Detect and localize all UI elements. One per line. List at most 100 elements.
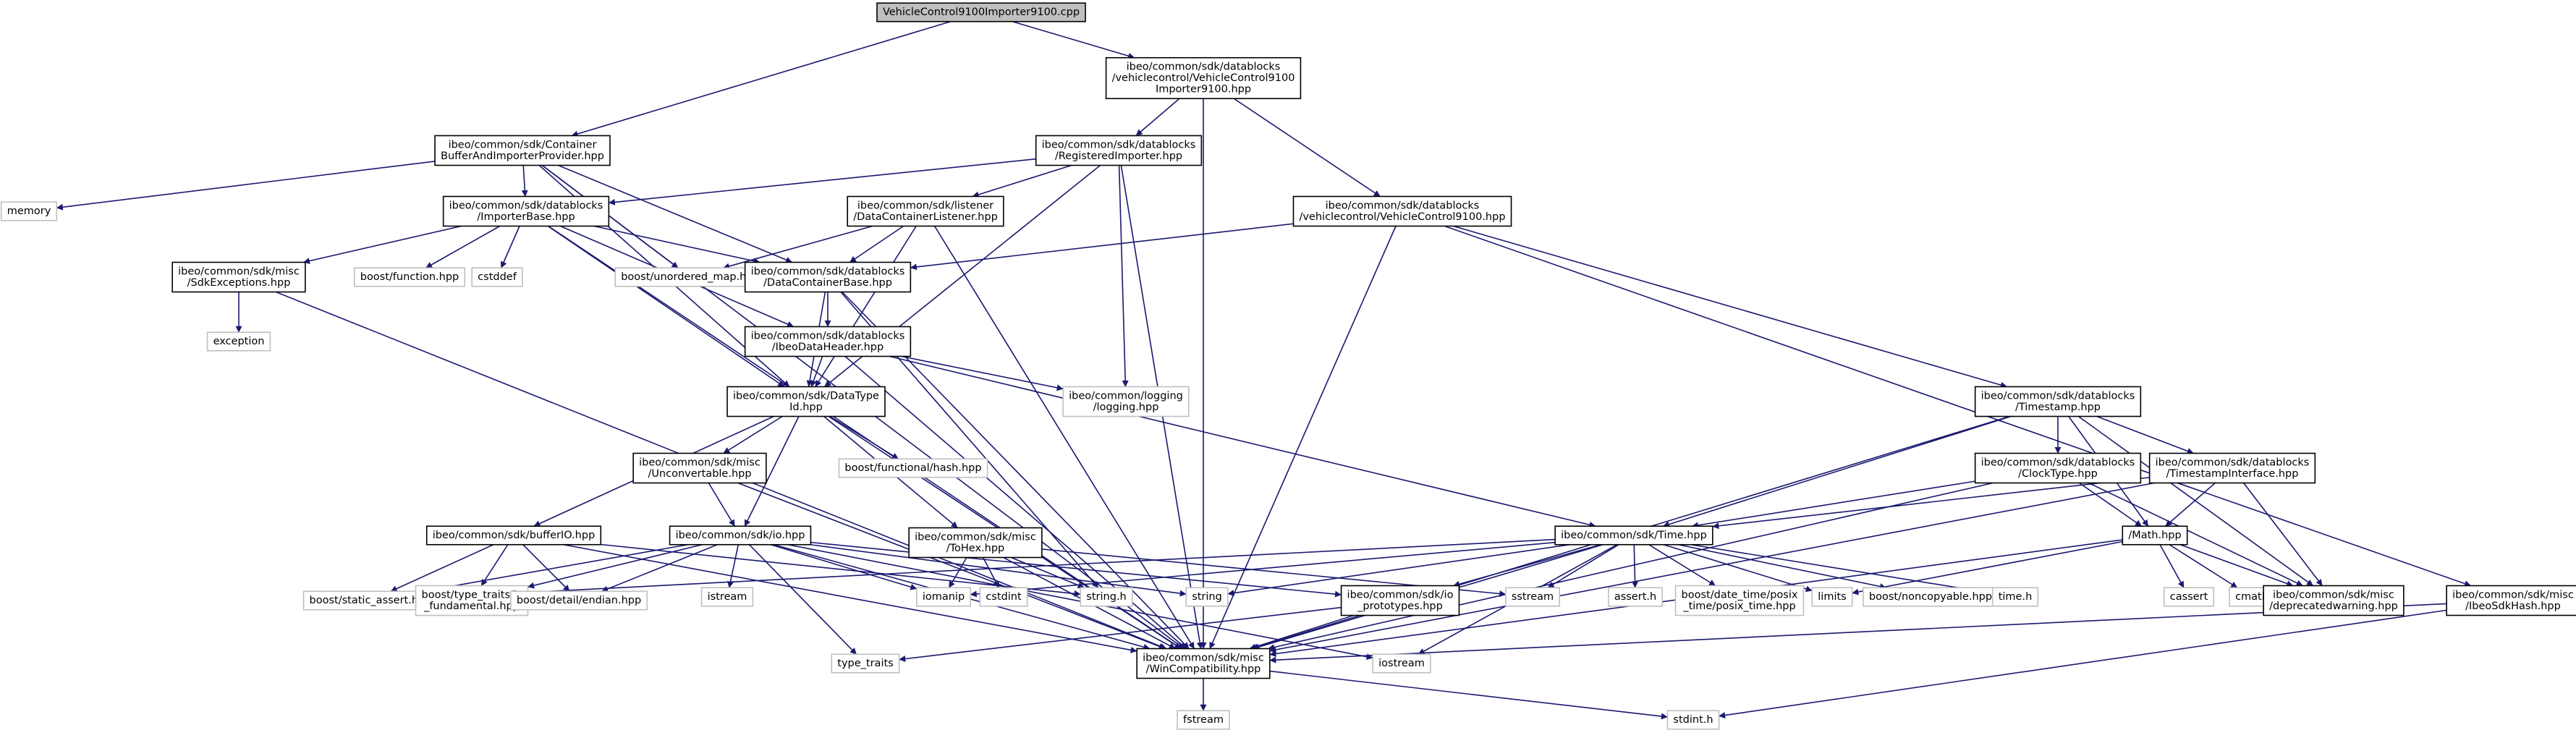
edge-vc9100-hpp-to-win-compat <box>1209 226 1397 649</box>
node-cassert: cassert <box>2163 587 2215 607</box>
edge-tohex-to-string-h <box>1011 556 1085 589</box>
node-label: istream <box>708 591 747 603</box>
node-box <box>1554 525 1713 546</box>
node-box <box>1674 585 1805 616</box>
edge-dc-listener-to-boost-unordered-map <box>723 225 873 270</box>
node-vc9100-hpp[interactable]: ibeo/common/sdk/datablocks/vehiclecontro… <box>1292 195 1512 227</box>
node-sdk-exceptions[interactable]: ibeo/common/sdk/misc/SdkExceptions.hpp <box>171 261 306 293</box>
edge-timestamp-to-timestamp-interface <box>2096 415 2194 454</box>
node-label: /ToHex.hpp <box>946 543 1005 554</box>
node-deprecated-warning[interactable]: ibeo/common/sdk/misc/deprecatedwarning.h… <box>2263 585 2405 616</box>
edge-math-hpp-to-deprecated-warning <box>2179 543 2294 587</box>
node-box <box>1340 585 1460 616</box>
node-label: ibeo/common/sdk/datablocks <box>751 330 905 342</box>
node-ibeo-sdk-hash[interactable]: ibeo/common/sdk/misc/IbeoSdkHash.hpp <box>2446 585 2576 616</box>
node-label: ibeo/common/sdk/misc <box>2273 589 2394 601</box>
node-label: _fundamental.hpp <box>423 601 520 612</box>
edge-timestamp-interface-to-win-compat <box>1269 482 2155 653</box>
node-clock-type[interactable]: ibeo/common/sdk/datablocks/ClockType.hpp <box>1974 452 2142 484</box>
node-importer-base[interactable]: ibeo/common/sdk/datablocks/ImporterBase.… <box>442 195 610 227</box>
edge-root-to-vc-importer-hpp <box>1012 20 1135 59</box>
node-label: _time/posix_time.hpp <box>1682 601 1795 612</box>
node-boost-noncopyable: boost/noncopyable.hpp <box>1863 587 1999 607</box>
node-io-hpp[interactable]: ibeo/common/sdk/io.hpp <box>669 525 812 546</box>
node-string: string <box>1185 587 1229 607</box>
node-label: string <box>1192 591 1222 603</box>
node-box <box>1105 56 1302 100</box>
edge-dc-listener-to-datatype-id <box>815 226 917 387</box>
node-root[interactable]: VehicleControl9100Importer9100.cpp <box>876 2 1086 22</box>
edge-dc-listener-to-win-compat <box>933 226 1195 649</box>
edge-io-hpp-to-io-prototypes <box>810 541 1342 598</box>
edge-vc-importer-hpp-to-vc9100-hpp <box>1233 98 1381 198</box>
node-box <box>1080 587 1133 607</box>
edge-io-hpp-to-string <box>810 543 1187 597</box>
edge-importer-base-to-sdk-exceptions <box>302 225 462 264</box>
node-io-prototypes[interactable]: ibeo/common/sdk/io_prototypes.hpp <box>1340 585 1460 616</box>
node-label: boost/date_time/posix <box>1682 589 1798 601</box>
node-label: iomanip <box>923 591 965 603</box>
node-box <box>171 261 306 293</box>
edge-timestamp-interface-to-time-hpp <box>1712 477 2150 530</box>
edge-math-hpp-to-cassert <box>2159 544 2185 588</box>
node-label: ibeo/common/sdk/DataType <box>733 390 879 402</box>
edge-importer-base-to-datatype-id <box>547 225 785 388</box>
node-label: /ClockType.hpp <box>2018 468 2098 480</box>
node-vc-importer-hpp[interactable]: ibeo/common/sdk/datablocks/vehiclecontro… <box>1105 56 1302 100</box>
edge-unconvertable-to-win-compat <box>737 482 1166 650</box>
node-label: cstddef <box>478 271 517 283</box>
node-math-hpp[interactable]: /Math.hpp <box>2122 525 2188 546</box>
edge-math-hpp-to-limits <box>1852 540 2123 595</box>
edge-vc-importer-hpp-to-registered-importer <box>1135 98 1180 137</box>
node-box <box>908 527 1043 559</box>
node-label: /Unconvertable.hpp <box>648 468 751 480</box>
edge-importer-base-to-boost-function <box>425 225 501 268</box>
node-label: ibeo/common/sdk/datablocks <box>751 266 905 277</box>
node-box <box>1666 710 1720 730</box>
node-dc-base[interactable]: ibeo/common/sdk/datablocks/DataContainer… <box>744 261 912 293</box>
node-timestamp[interactable]: ibeo/common/sdk/datablocks/Timestamp.hpp <box>1974 386 2142 417</box>
edge-io-hpp-to-boost-endian <box>601 544 718 593</box>
edge-buffer-io-to-boost-endian <box>522 544 570 592</box>
node-box <box>1991 587 2039 607</box>
node-win-compat[interactable]: ibeo/common/sdk/misc/WinCompatibility.hp… <box>1136 648 1271 679</box>
edge-io-hpp-to-boost-static-assert <box>422 543 688 594</box>
node-label: Importer9100.hpp <box>1156 84 1251 96</box>
node-boost-endian: boost/detail/endian.hpp <box>510 590 648 611</box>
edge-dc-listener-to-dc-base <box>849 225 904 263</box>
node-time-hpp[interactable]: ibeo/common/sdk/Time.hpp <box>1554 525 1713 546</box>
edge-ibeo-sdk-hash-to-win-compat <box>1269 603 2447 663</box>
node-buffer-io[interactable]: ibeo/common/sdk/bufferIO.hpp <box>425 525 602 546</box>
node-ibeo-data-header[interactable]: ibeo/common/sdk/datablocks/IbeoDataHeade… <box>744 326 912 357</box>
node-box <box>434 135 611 166</box>
node-box <box>831 653 900 674</box>
node-label: ibeo/common/sdk/misc <box>1143 652 1264 663</box>
edge-io-prototypes-to-type-traits <box>899 606 1342 662</box>
edge-unconvertable-to-io-hpp <box>708 483 736 527</box>
node-fstream: fstream <box>1177 710 1230 730</box>
node-box <box>2446 585 2576 616</box>
node-unconvertable[interactable]: ibeo/common/sdk/misc/Unconvertable.hpp <box>632 452 767 484</box>
edge-time-hpp-to-boost-static-assert <box>437 538 1556 601</box>
node-label: /vehiclecontrol/VehicleControl9100.hpp <box>1299 211 1505 223</box>
node-registered-importer[interactable]: ibeo/common/sdk/datablocks/RegisteredImp… <box>1035 135 1203 166</box>
node-label: boost/unordered_map.hpp <box>621 271 760 283</box>
edge-buffer-io-to-boost-type-traits <box>480 544 509 586</box>
node-type-traits: type_traits <box>831 653 900 674</box>
node-exception: exception <box>206 331 271 352</box>
node-label: ibeo/common/sdk/datablocks <box>1042 139 1196 150</box>
node-box <box>847 195 1004 227</box>
node-box <box>1136 648 1271 679</box>
node-box <box>1974 386 2142 417</box>
node-dc-listener[interactable]: ibeo/common/sdk/listener/DataContainerLi… <box>847 195 1004 227</box>
node-box <box>353 267 466 287</box>
edge-clock-type-to-win-compat <box>1268 482 1994 650</box>
node-box <box>206 331 271 352</box>
node-tohex[interactable]: ibeo/common/sdk/misc/ToHex.hpp <box>908 527 1043 559</box>
node-timestamp-interface[interactable]: ibeo/common/sdk/datablocks/TimestampInte… <box>2148 452 2316 484</box>
edge-ibeo-data-header-to-datatype-id <box>810 356 823 387</box>
node-container-buffer[interactable]: ibeo/common/sdk/ContainerBufferAndImport… <box>434 135 611 166</box>
